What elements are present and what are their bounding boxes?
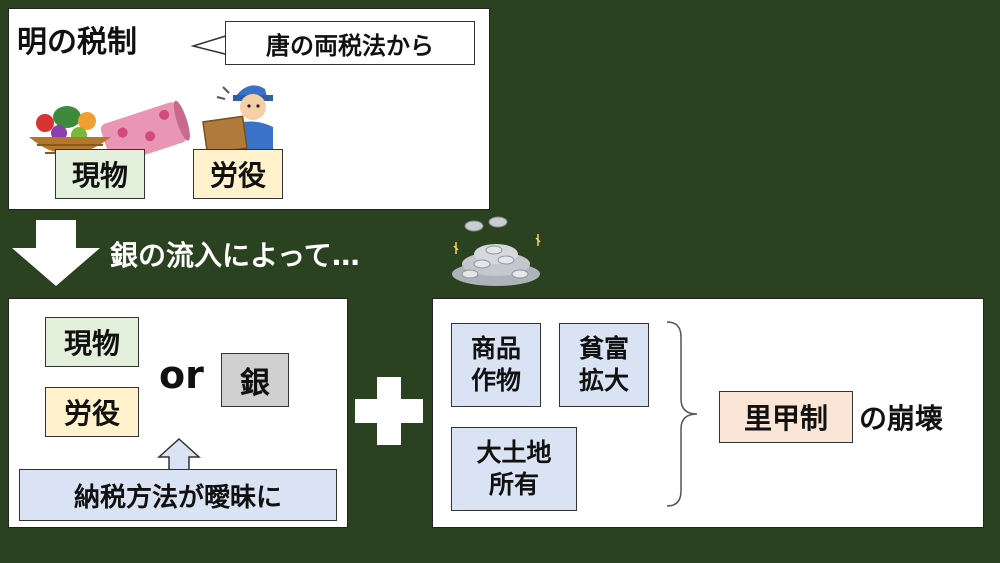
commerce-box: 商品 作物 (451, 323, 541, 407)
silver-coins-icon (452, 216, 541, 286)
land-box: 大土地 所有 (451, 427, 577, 511)
callout-box: 唐の両税法から (225, 21, 475, 65)
plus-icon (355, 377, 423, 445)
silver-box: 銀 (221, 353, 289, 407)
system-label: 里甲制 (743, 402, 828, 435)
collapse-label: の崩壊 (859, 402, 944, 435)
left-labor-label: 労役 (63, 397, 120, 430)
produce-basket-icon (29, 100, 190, 164)
left-labor-box: 労役 (45, 387, 139, 437)
up-arrow-icon (157, 437, 201, 471)
down-arrow-icon (12, 220, 100, 286)
commerce-line-1: 商品 (470, 333, 521, 363)
silver-label: 銀 (240, 366, 270, 401)
title: 明の税制 (17, 25, 137, 60)
land-line-1: 大土地 (476, 437, 552, 467)
top-in-kind-box: 現物 (55, 149, 145, 199)
ambiguous-label: 納税方法が曖昧に (73, 482, 282, 513)
land-line-2: 所有 (488, 470, 539, 499)
left-in-kind-box: 現物 (45, 317, 139, 367)
transition-text: 銀の流入によって… (110, 239, 360, 272)
curly-brace-icon (666, 321, 698, 507)
system-box: 里甲制 (719, 391, 853, 443)
top-in-kind-label: 現物 (71, 159, 128, 192)
top-labor-box: 労役 (193, 149, 283, 199)
top-panel: 明の税制 唐の両税法から 現物 労 (8, 8, 490, 210)
ambiguous-box: 納税方法が曖昧に (19, 469, 337, 521)
top-labor-label: 労役 (209, 159, 266, 192)
worker-carrying-box-icon (202, 85, 273, 155)
wealth-gap-line-1: 貧富 (578, 333, 629, 363)
callout-text: 唐の両税法から (266, 31, 434, 60)
commerce-line-2: 作物 (470, 366, 521, 395)
left-in-kind-label: 現物 (63, 327, 120, 360)
or-label: or (159, 353, 204, 397)
wealth-gap-box: 貧富 拡大 (559, 323, 649, 407)
left-panel: 現物 労役 or 銀 納税方法が曖昧に (8, 298, 348, 528)
right-panel: 商品 作物 貧富 拡大 大土地 所有 里甲制 の崩壊 (432, 298, 984, 528)
wealth-gap-line-2: 拡大 (578, 366, 629, 395)
